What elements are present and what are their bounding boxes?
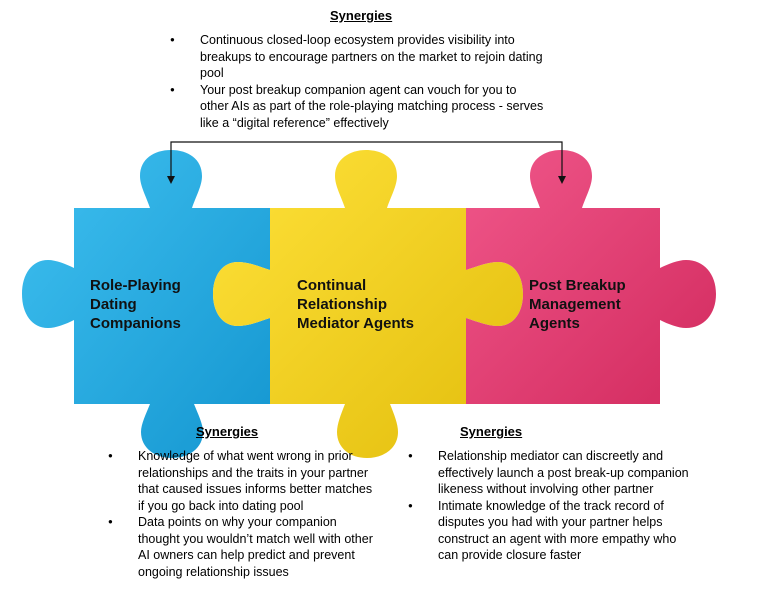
top-synergies-list: Continuous closed-loop ecosystem provide… <box>168 32 548 131</box>
list-item: Relationship mediator can discreetly and… <box>406 448 698 498</box>
list-item: Data points on why your companion though… <box>106 514 374 580</box>
list-item: Your post breakup companion agent can vo… <box>168 82 548 132</box>
bottom-left-synergies-heading: Synergies <box>196 424 258 439</box>
list-item: Knowledge of what went wrong in prior re… <box>106 448 374 514</box>
list-item: Continuous closed-loop ecosystem provide… <box>168 32 548 82</box>
list-item: Intimate knowledge of the track record o… <box>406 498 698 564</box>
top-synergies-heading: Synergies <box>330 8 392 23</box>
bottom-right-synergies-list: Relationship mediator can discreetly and… <box>406 448 698 564</box>
bottom-right-synergies-heading: Synergies <box>460 424 522 439</box>
bottom-left-synergies-list: Knowledge of what went wrong in prior re… <box>106 448 374 580</box>
